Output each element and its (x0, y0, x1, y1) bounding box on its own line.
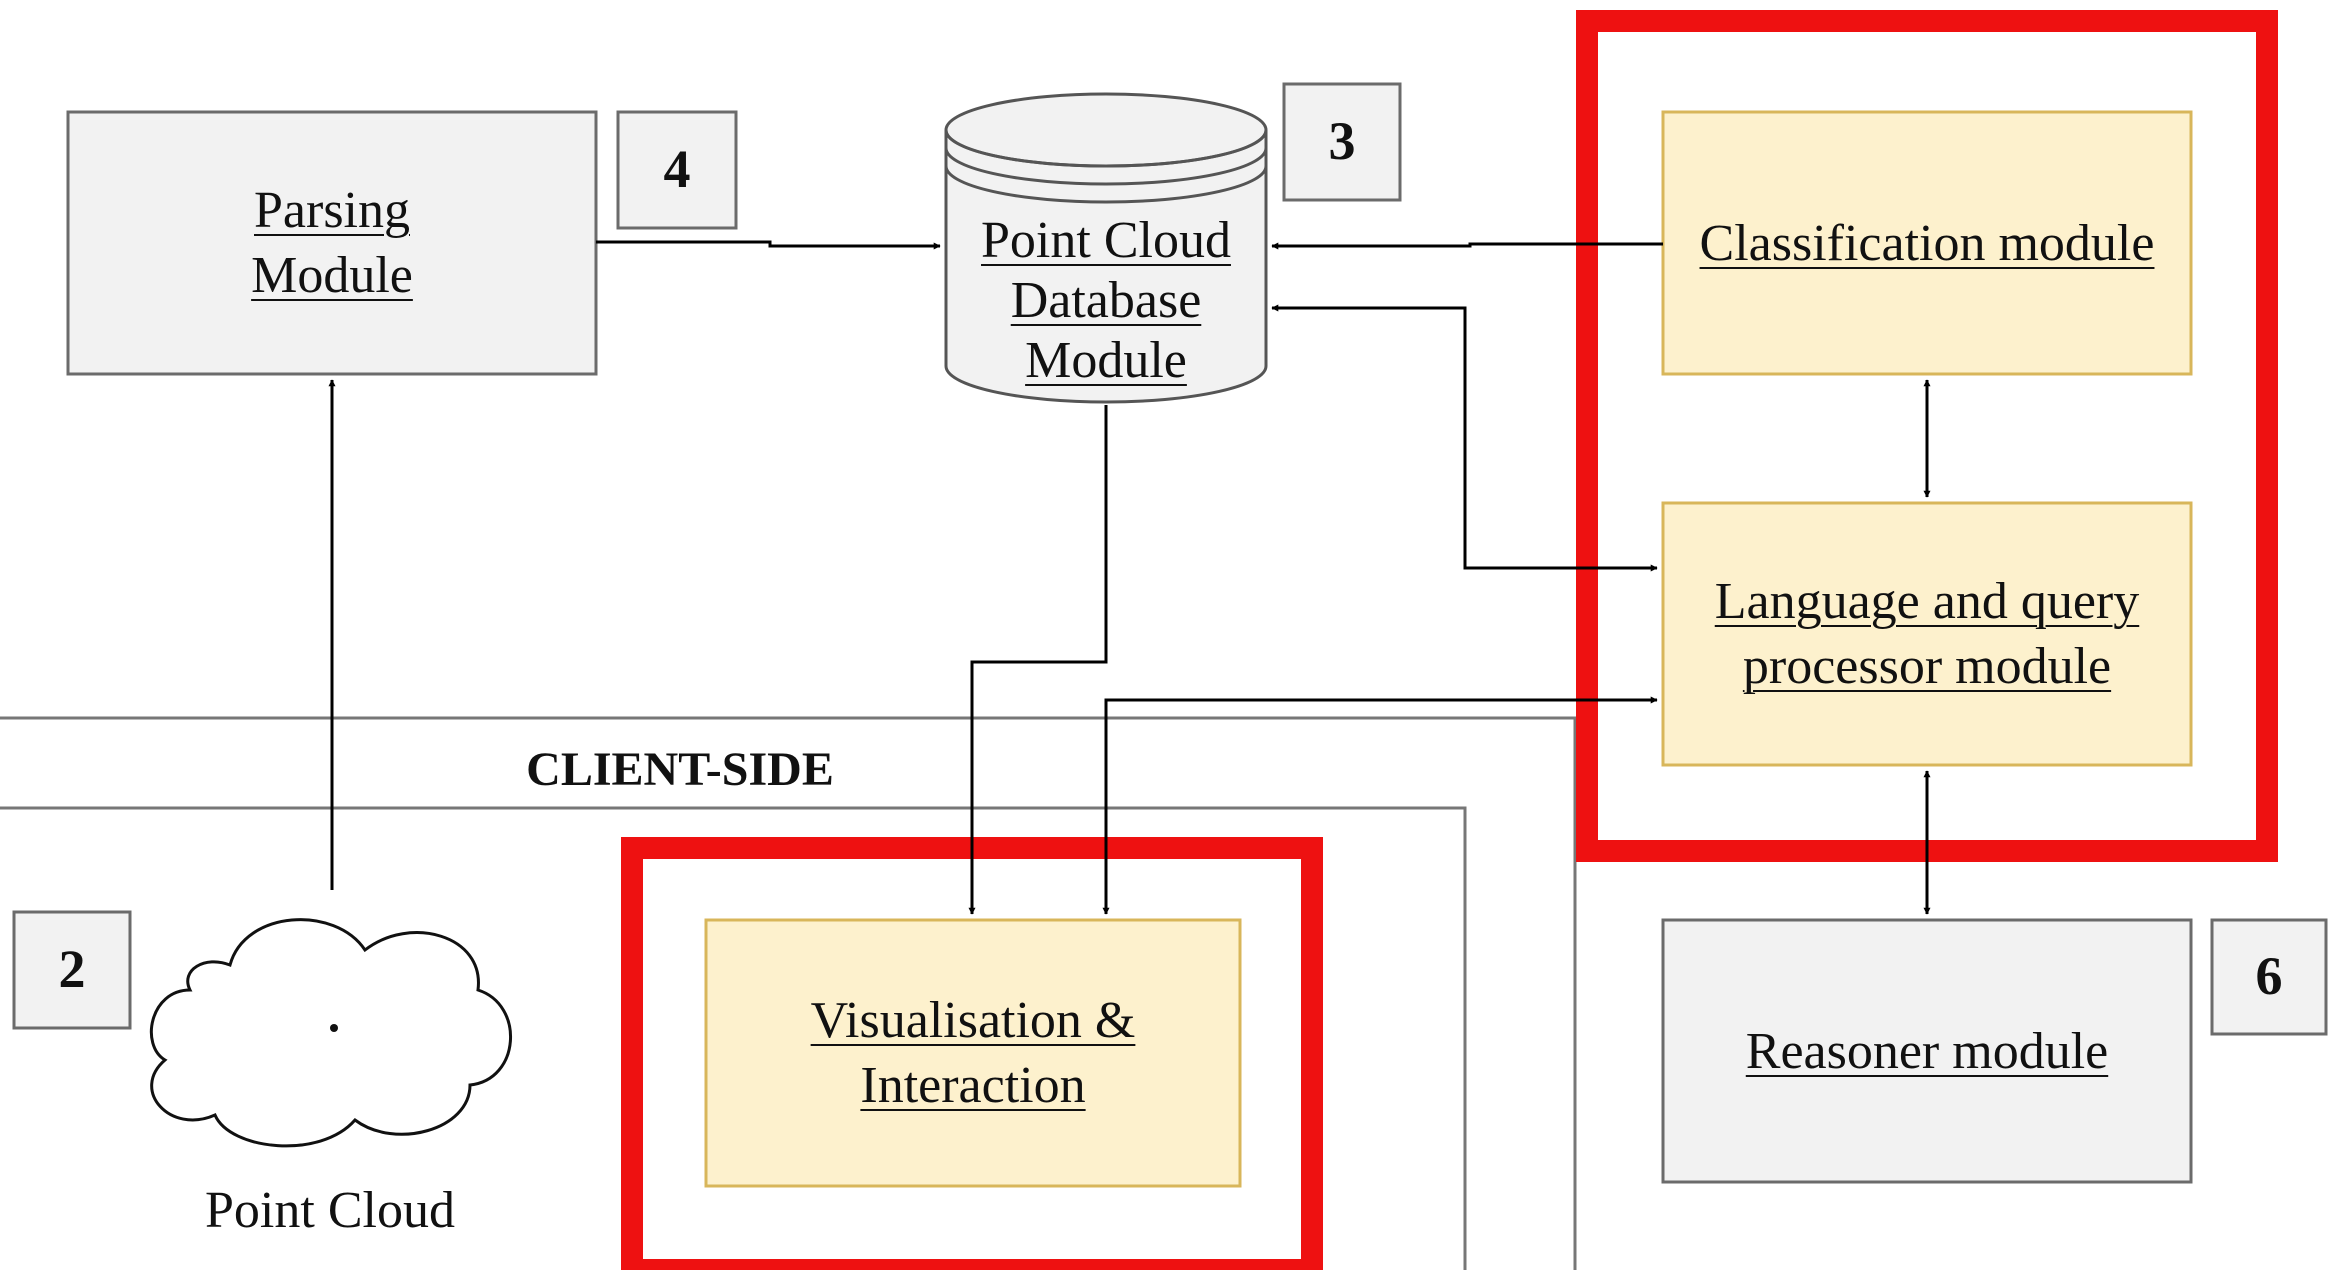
point-cloud-dot (330, 1024, 338, 1032)
classification-module-label: Classification module (1663, 112, 2191, 374)
badge-2-box (12, 910, 132, 1030)
parsing-module-line2: Module (251, 247, 413, 304)
parsing-module-label: Parsing Module (68, 112, 596, 374)
language-module-label: Language and query processor module (1663, 503, 2191, 765)
badge-3-box (1282, 82, 1402, 202)
language-module-line1: Language and query (1714, 573, 2140, 630)
visualisation-module-line1: Visualisation & (810, 992, 1136, 1049)
badge-6-box (2210, 918, 2328, 1036)
arrow-database-language (1271, 304, 1658, 572)
reasoner-module-label: Reasoner module (1663, 920, 2191, 1182)
arrow-database-to-visualisation (968, 405, 1108, 915)
visualisation-module-line2: Interaction (860, 1057, 1086, 1114)
badge-4-box (616, 110, 738, 230)
language-module-box[interactable] (1661, 501, 2193, 767)
database-module-line1: Point Cloud (981, 212, 1231, 270)
reasoner-module-text: Reasoner module (1745, 1022, 2109, 1080)
database-module-label: Point Cloud Database Module (946, 186, 1266, 416)
badge-2: 2 (58, 939, 86, 1000)
arrow-language-visualisation (1102, 696, 1658, 915)
badge-3: 3 (1328, 111, 1356, 172)
arrow-classification-to-database (1271, 242, 1663, 250)
visualisation-module-label: Visualisation & Interaction (706, 920, 1240, 1186)
point-cloud-label: Point Cloud (205, 1181, 455, 1239)
client-side-label: CLIENT-SIDE (526, 743, 834, 796)
classification-module-text: Classification module (1699, 214, 2155, 272)
badge-4: 4 (663, 139, 691, 200)
parsing-module-line1: Parsing (254, 182, 410, 239)
database-module-line3: Module (1025, 331, 1187, 389)
arrow-parsing-to-database (596, 240, 941, 250)
database-cylinder[interactable] (944, 92, 1268, 404)
reasoner-module-box[interactable] (1661, 918, 2193, 1184)
badge-6: 6 (2255, 946, 2283, 1007)
parsing-module-box[interactable] (66, 110, 598, 376)
database-module-line2: Database (1010, 272, 1202, 330)
classification-module-box[interactable] (1661, 110, 2193, 376)
point-cloud-shape[interactable] (149, 918, 512, 1148)
visualisation-module-box[interactable] (704, 918, 1242, 1188)
language-module-line2: processor module (1742, 638, 2112, 695)
